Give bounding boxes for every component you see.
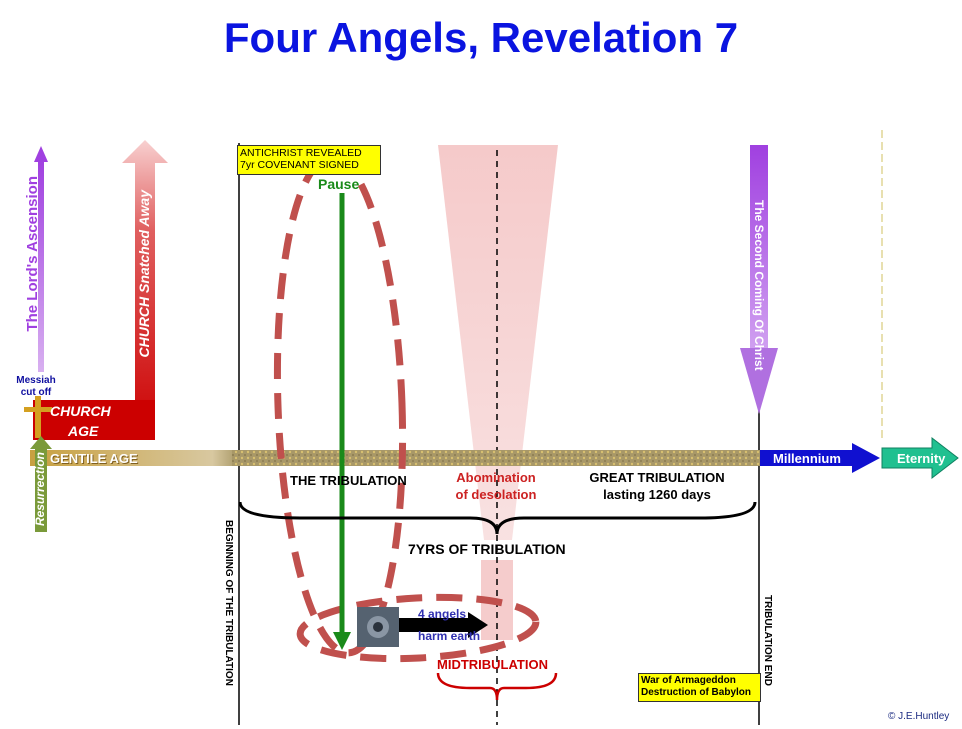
eternity-label: Eternity <box>897 451 946 466</box>
cross-icon <box>35 396 41 438</box>
second-coming-arrow <box>750 145 768 350</box>
church-snatched-label: CHURCH Snatched Away <box>136 190 152 358</box>
messiah-line1: Messiah <box>16 375 56 386</box>
millennium-label: Millennium <box>773 451 841 466</box>
age-label: AGE <box>68 423 99 439</box>
angels-arrow <box>399 612 488 638</box>
war-line1: War of Armageddon <box>641 675 736 686</box>
pause-label: Pause <box>318 176 360 192</box>
millennium-arrow <box>760 443 880 473</box>
lords-ascension-label: The Lord's Ascension <box>24 176 41 332</box>
abomination-line2: of desolation <box>455 487 537 502</box>
great-tribulation-label: GREAT TRIBULATION lasting 1260 days <box>572 469 742 503</box>
gentile-age-label: GENTILE AGE <box>50 451 138 466</box>
resurrection-label: Resurrection <box>33 452 47 527</box>
war-line2: Destruction of Babylon <box>641 687 752 698</box>
antichrist-line2: 7yr COVENANT SIGNED <box>240 159 359 171</box>
seven-years-brace <box>238 501 757 535</box>
eternity-arrow <box>881 436 959 480</box>
dashed-loop-tall <box>273 153 407 657</box>
abomination-line1: Abomination <box>456 470 536 485</box>
messiah-line2: cut off <box>20 387 52 398</box>
church-label: CHURCH <box>50 403 111 419</box>
ascension-arrowhead <box>34 146 48 162</box>
antichrist-box: ANTICHRIST REVEALED 7yr COVENANT SIGNED <box>237 145 381 175</box>
resurrection-arrowhead <box>30 436 52 449</box>
copyright: © J.E.Huntley <box>888 711 950 722</box>
the-tribulation-label: THE TRIBULATION <box>290 473 407 488</box>
abomination-label: Abomination of desolation <box>444 469 548 503</box>
great-trib-line1: GREAT TRIBULATION <box>589 470 725 485</box>
seven-years-label: 7YRS OF TRIBULATION <box>408 541 566 557</box>
beginning-label: BEGINNING OF THE TRIBULATION <box>223 520 234 686</box>
midtribulation-label: MIDTRIBULATION <box>437 657 548 672</box>
dashed-loop-wide <box>296 593 540 663</box>
war-box: War of Armageddon Destruction of Babylon <box>638 673 761 702</box>
four-angels-label: 4 angels <box>418 607 467 621</box>
page-title: Four Angels, Revelation 7 <box>223 14 739 61</box>
trib-end-label: TRIBULATION END <box>762 595 773 686</box>
great-trib-line2: lasting 1260 days <box>603 487 711 502</box>
abomination-cone-upper <box>438 145 558 540</box>
midtribulation-brace <box>436 672 558 701</box>
harm-earth-label: harm earth <box>418 629 481 643</box>
messiah-label: Messiah cut off <box>10 375 62 399</box>
second-coming-label: The Second Coming Of Christ <box>752 200 766 371</box>
antichrist-line1: ANTICHRIST REVEALED <box>240 147 362 159</box>
